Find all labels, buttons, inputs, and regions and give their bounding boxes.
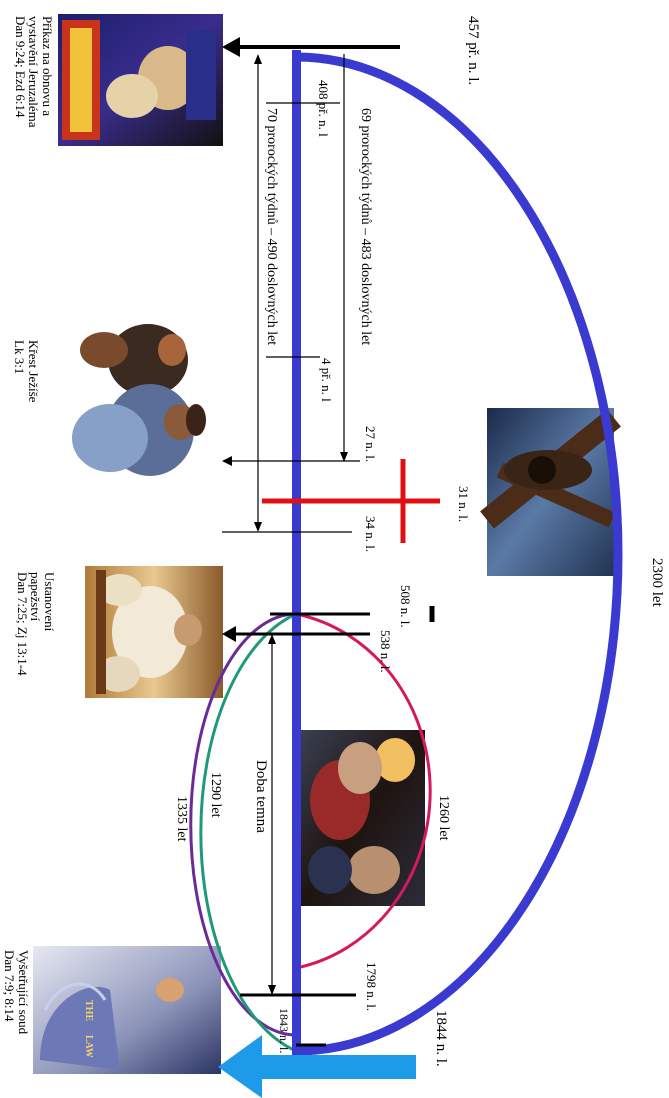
label-1798-ad: 1798 n. l. bbox=[364, 962, 379, 1012]
label-31-ad: 31 n. l. bbox=[456, 486, 471, 523]
papacy-painting bbox=[85, 566, 223, 698]
caption-judgment: Vyšetřující soud Dan 7:9; 8:14 bbox=[2, 950, 31, 1035]
label-1844-ad: 1844 n. l. bbox=[433, 1010, 449, 1067]
dark-age-painting bbox=[301, 730, 425, 906]
caption-decree: Příkaz na obnovu a vystavění Jeruzaléma … bbox=[12, 16, 55, 128]
tick-508 bbox=[270, 606, 435, 622]
label-1335-years: 1335 let bbox=[174, 796, 189, 842]
caption-decree-line-1: Příkaz na obnovu a bbox=[40, 16, 55, 117]
label-2300-years: 2300 let bbox=[649, 558, 665, 607]
caption-baptism: Křest Ježíše Lk 3:1 bbox=[12, 340, 41, 403]
tablet-law-text: LAW bbox=[83, 1035, 94, 1058]
tick-538 bbox=[222, 626, 370, 642]
arc-1260-years bbox=[295, 612, 432, 970]
caption-judgment-line-1: Vyšetřující soud bbox=[16, 950, 31, 1035]
caption-papacy-line-2: papežství bbox=[28, 572, 44, 622]
tablet-the-text: THE bbox=[83, 1000, 94, 1021]
label-508-ad: 508 n. l. bbox=[398, 585, 413, 628]
caption-papacy-line-1: Ustanovení bbox=[42, 572, 57, 632]
label-1290-years: 1290 let bbox=[208, 772, 223, 818]
arc-1335-years bbox=[199, 612, 297, 1053]
caption-judgment-line-2: Dan 7:9; 8:14 bbox=[2, 950, 18, 1022]
label-1843-ad: 1843 n. l. bbox=[277, 1008, 291, 1054]
crucifixion-painting bbox=[480, 408, 621, 576]
caption-papacy: Ustanovení papežství Dan 7:25; Zj 13:1-4 bbox=[14, 572, 57, 676]
label-538-ad: 538 n. l. bbox=[378, 630, 393, 673]
label-1260-years: 1260 let bbox=[436, 795, 451, 841]
measure-70-weeks bbox=[254, 54, 262, 532]
label-70-weeks: 70 prorockých týdnů – 490 doslovných let bbox=[264, 108, 279, 346]
judgment-painting: THE LAW bbox=[33, 946, 221, 1074]
baptism-painting bbox=[72, 324, 206, 476]
measure-dark-age bbox=[268, 634, 276, 995]
arc-1290-years bbox=[189, 612, 297, 1037]
cross-31 bbox=[262, 459, 440, 543]
caption-baptism-line-1: Křest Ježíše bbox=[26, 340, 41, 403]
label-69-weeks: 69 prorockých týdnů – 483 doslovných let bbox=[358, 108, 373, 346]
label-457-bc: 457 př. n. l. bbox=[465, 16, 481, 86]
caption-decree-line-2: vystavění Jeruzaléma bbox=[26, 16, 42, 128]
caption-papacy-line-3: Dan 7:25; Zj 13:1-4 bbox=[14, 572, 30, 676]
arc-2300-years bbox=[295, 52, 623, 1056]
caption-decree-line-3: Dan 9:24; Ezd 6:14 bbox=[12, 16, 28, 118]
main-timeline-axis bbox=[292, 50, 301, 1065]
tick-27 bbox=[222, 456, 360, 466]
tick-457 bbox=[222, 37, 400, 57]
label-34-ad: 34 n. l. bbox=[363, 516, 378, 553]
label-27-ad: 27 n. l. bbox=[363, 426, 378, 463]
end-arrow-1844 bbox=[218, 1035, 416, 1098]
measure-69-weeks bbox=[340, 54, 348, 462]
label-dark-age: Doba temna bbox=[253, 760, 269, 833]
label-4-bc: 4 př. n. l bbox=[319, 358, 334, 402]
decree-painting bbox=[58, 14, 223, 146]
caption-baptism-line-2: Lk 3:1 bbox=[12, 340, 28, 375]
label-408-bc: 408 př. n. l bbox=[316, 80, 331, 137]
